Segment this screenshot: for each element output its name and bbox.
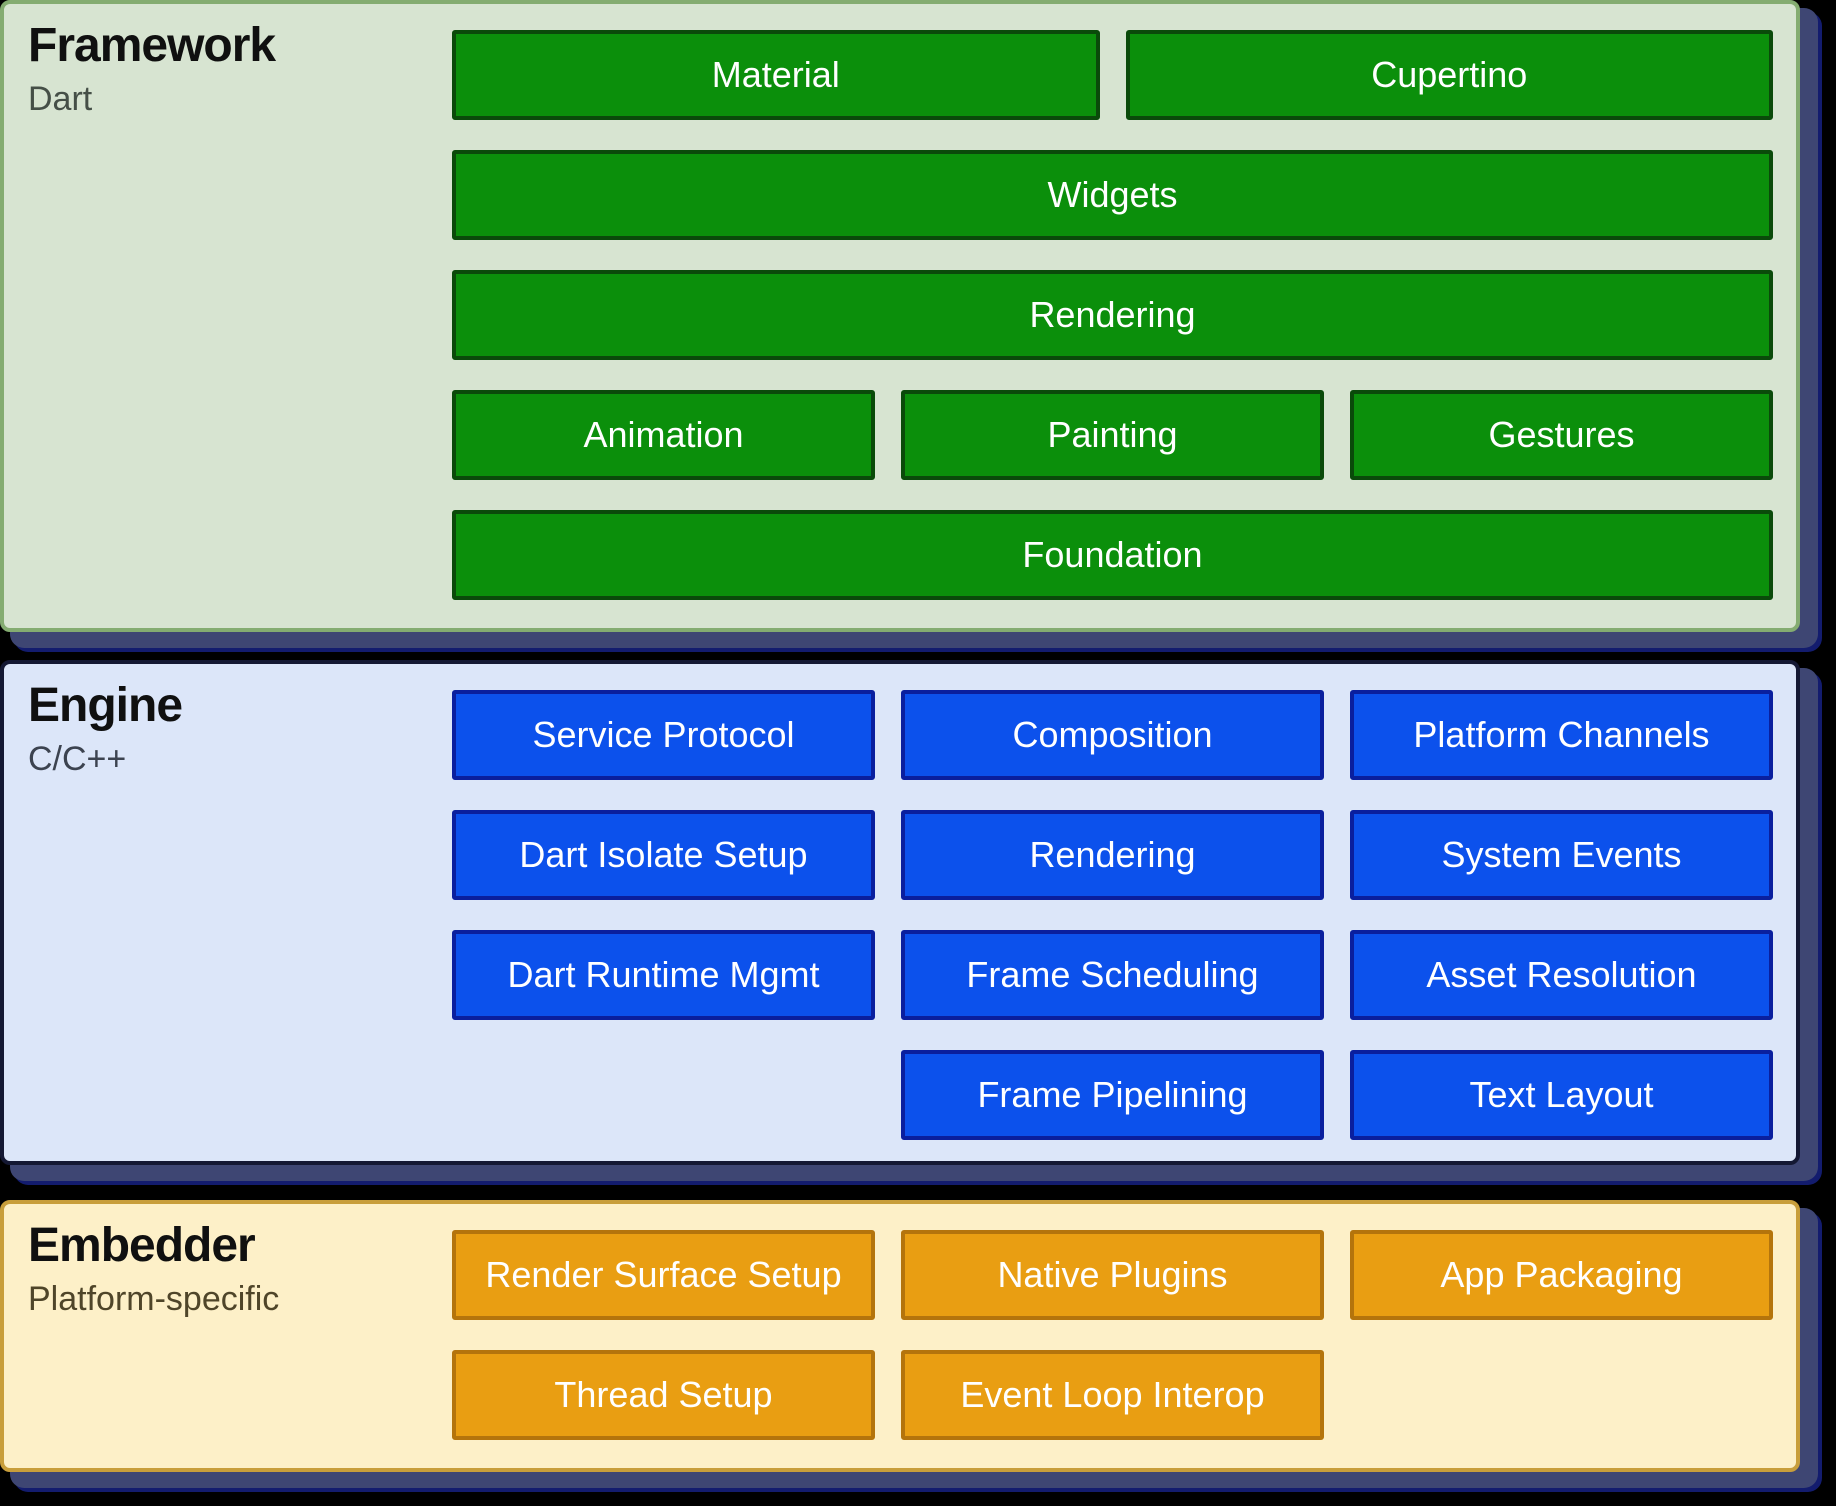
- embedder-title: Embedder: [28, 1219, 256, 1272]
- embedder-titleblock: Embedder Platform-specific: [28, 1218, 279, 1319]
- engine-subtitle: C/C++: [28, 740, 127, 779]
- box-platform-channels: Platform Channels: [1350, 690, 1773, 780]
- framework-row-4: Animation Painting Gestures: [452, 390, 1773, 480]
- box-animation: Animation: [452, 390, 875, 480]
- embedder-subtitle: Platform-specific: [28, 1280, 280, 1319]
- box-text-layout: Text Layout: [1350, 1050, 1773, 1140]
- box-dart-isolate-setup: Dart Isolate Setup: [452, 810, 875, 900]
- box-dart-runtime-mgmt: Dart Runtime Mgmt: [452, 930, 875, 1020]
- box-service-protocol: Service Protocol: [452, 690, 875, 780]
- embedder-row-1: Render Surface Setup Native Plugins App …: [452, 1230, 1773, 1320]
- box-asset-resolution: Asset Resolution: [1350, 930, 1773, 1020]
- engine-titleblock: Engine C/C++: [28, 678, 183, 779]
- box-cupertino: Cupertino: [1125, 30, 1773, 120]
- framework-titleblock: Framework Dart: [28, 18, 276, 119]
- framework-row-3: Rendering: [452, 270, 1773, 360]
- box-frame-pipelining: Frame Pipelining: [901, 1050, 1324, 1140]
- engine-row-3: Dart Runtime Mgmt Frame Scheduling Asset…: [452, 930, 1773, 1020]
- box-frame-scheduling: Frame Scheduling: [901, 930, 1324, 1020]
- framework-row-5: Foundation: [452, 510, 1773, 600]
- embedder-row-2: Thread Setup Event Loop Interop: [452, 1350, 1773, 1440]
- engine-title: Engine: [28, 679, 183, 732]
- box-event-loop-interop: Event Loop Interop: [901, 1350, 1324, 1440]
- box-native-plugins: Native Plugins: [901, 1230, 1324, 1320]
- box-gestures: Gestures: [1350, 390, 1773, 480]
- box-thread-setup: Thread Setup: [452, 1350, 875, 1440]
- engine-grid: Service Protocol Composition Platform Ch…: [452, 690, 1773, 1140]
- framework-layer-panel: Framework Dart Material Cupertino Widget…: [0, 0, 1800, 632]
- box-rendering-engine: Rendering: [901, 810, 1324, 900]
- box-painting: Painting: [901, 390, 1324, 480]
- box-material: Material: [452, 30, 1100, 120]
- box-widgets: Widgets: [452, 150, 1773, 240]
- box-app-packaging: App Packaging: [1350, 1230, 1773, 1320]
- engine-row-1: Service Protocol Composition Platform Ch…: [452, 690, 1773, 780]
- framework-row-2: Widgets: [452, 150, 1773, 240]
- box-foundation: Foundation: [452, 510, 1773, 600]
- framework-title: Framework: [28, 19, 276, 72]
- embedder-grid: Render Surface Setup Native Plugins App …: [452, 1230, 1773, 1440]
- engine-row-2: Dart Isolate Setup Rendering System Even…: [452, 810, 1773, 900]
- embedder-layer-panel: Embedder Platform-specific Render Surfac…: [0, 1200, 1800, 1472]
- box-composition: Composition: [901, 690, 1324, 780]
- framework-grid: Material Cupertino Widgets Rendering Ani…: [452, 30, 1773, 600]
- engine-layer-panel: Engine C/C++ Service Protocol Compositio…: [0, 660, 1800, 1165]
- box-render-surface-setup: Render Surface Setup: [452, 1230, 875, 1320]
- framework-row-1: Material Cupertino: [452, 30, 1773, 120]
- framework-subtitle: Dart: [28, 80, 93, 119]
- engine-row-4: Frame Pipelining Text Layout: [452, 1050, 1773, 1140]
- box-system-events: System Events: [1350, 810, 1773, 900]
- box-rendering-framework: Rendering: [452, 270, 1773, 360]
